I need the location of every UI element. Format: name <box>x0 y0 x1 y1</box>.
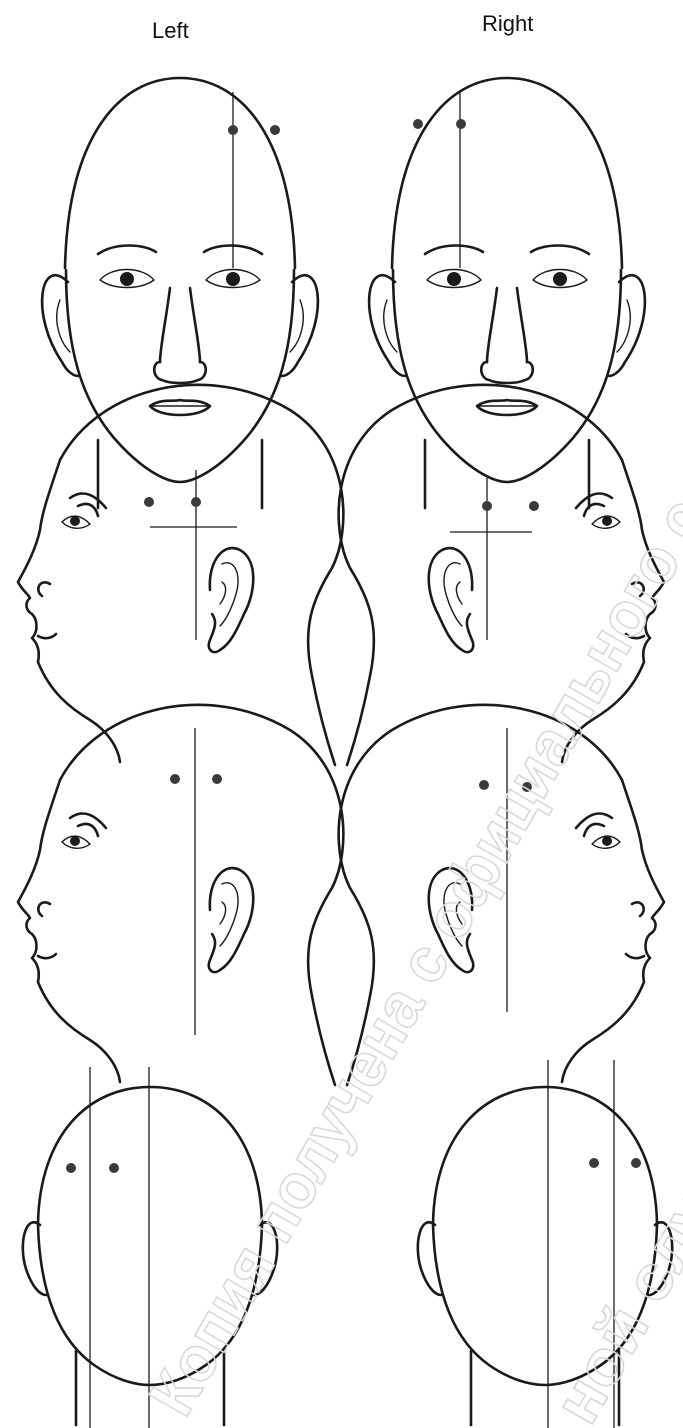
electrode-dot <box>589 1158 599 1168</box>
electrode-dot <box>170 774 180 784</box>
electrode-dot <box>456 119 466 129</box>
electrode-dot <box>529 501 539 511</box>
column-label-left: Left <box>152 18 189 43</box>
column-label-right: Right <box>482 11 533 36</box>
front-view-left <box>42 78 318 508</box>
electrode-dot <box>270 125 280 135</box>
front-view-right <box>369 78 645 508</box>
electrode-dot <box>109 1163 119 1173</box>
electrode-dot <box>482 501 492 511</box>
electrode-dot <box>212 774 222 784</box>
electrode-dot <box>631 1158 641 1168</box>
electrode-dot <box>191 497 201 507</box>
electrode-dot <box>228 125 238 135</box>
electrode-dot <box>413 119 423 129</box>
electrode-dot <box>66 1163 76 1173</box>
electrode-dot <box>144 497 154 507</box>
profile-view-left <box>18 705 343 1085</box>
profile-view-left-crosshair <box>18 385 343 765</box>
